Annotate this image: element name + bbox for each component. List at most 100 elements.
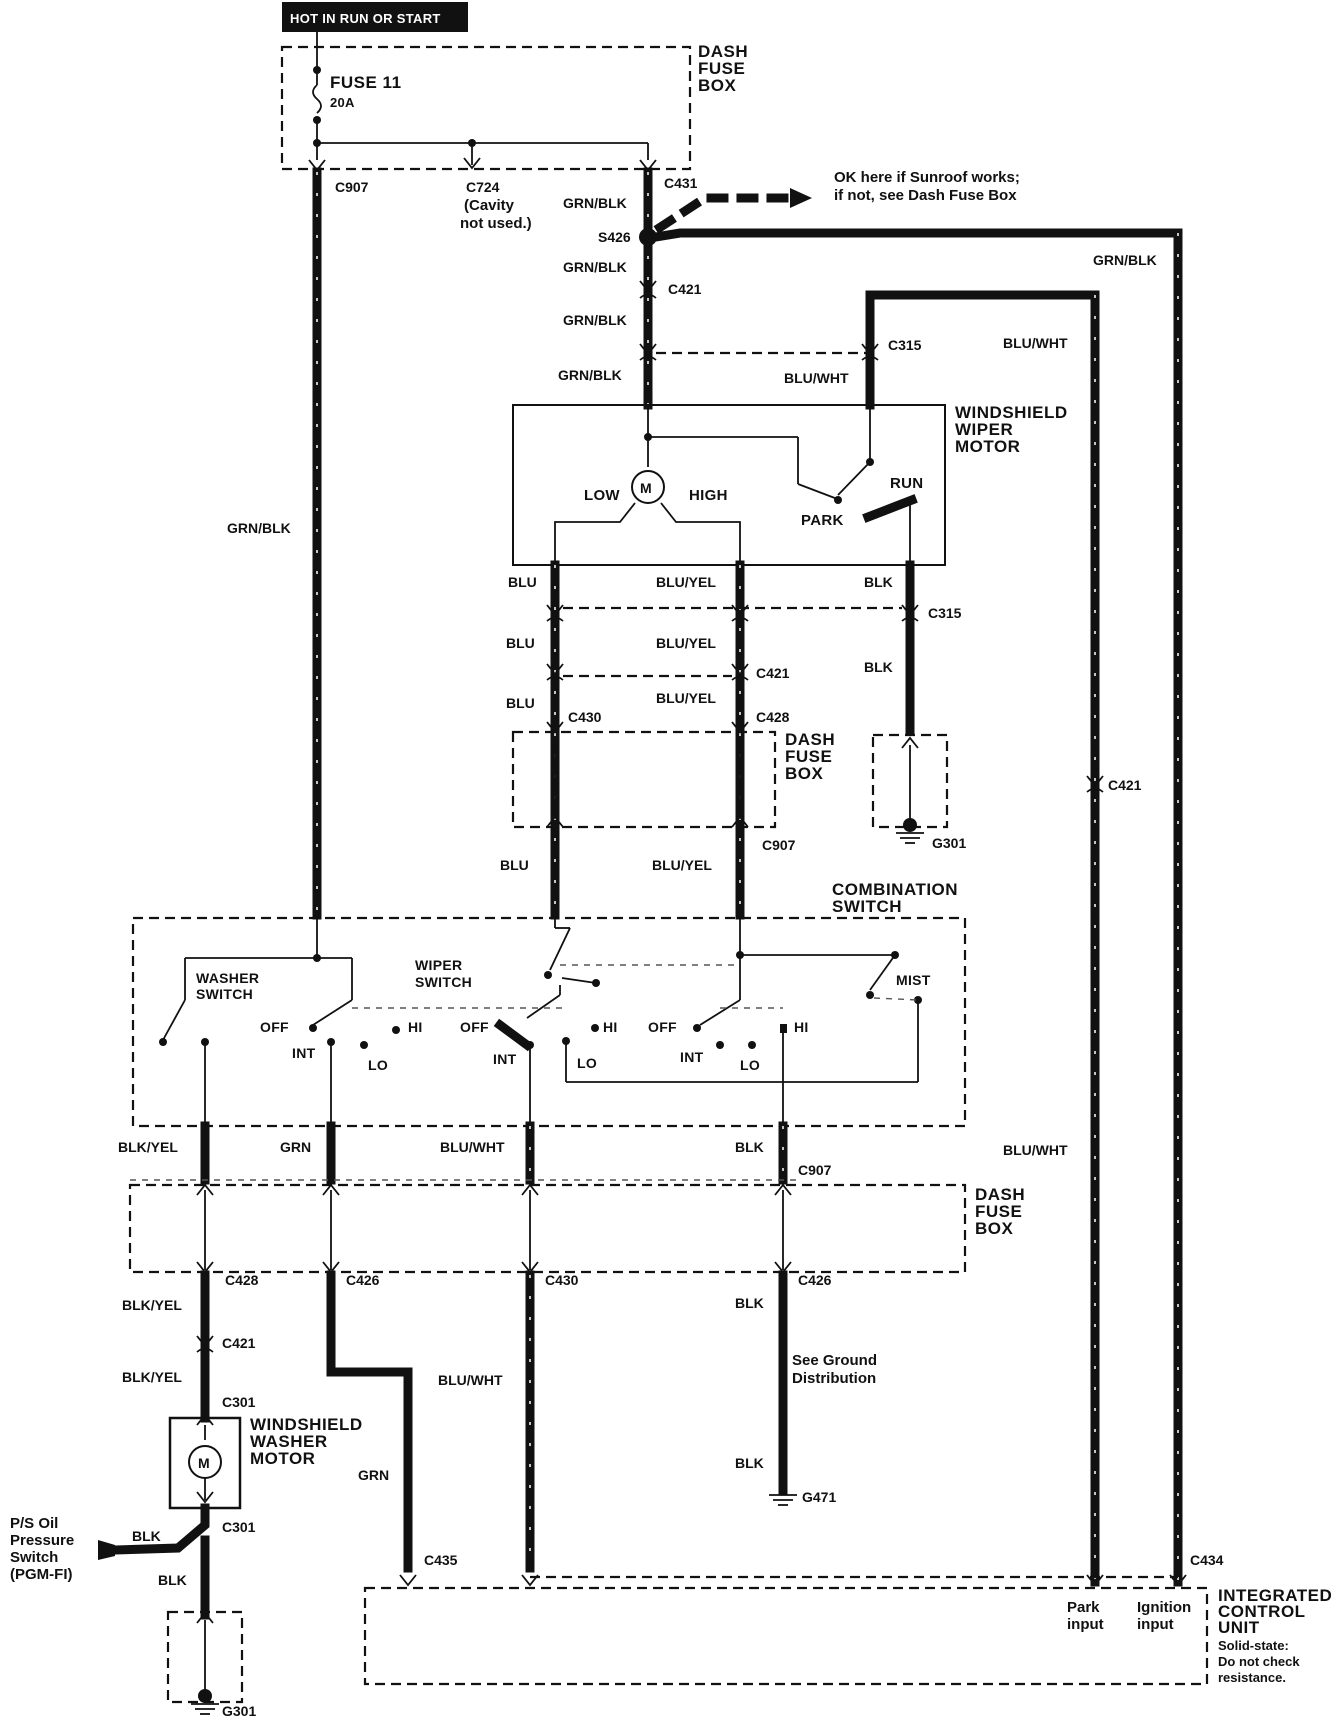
wire-grn-blk-left-label: GRN/BLK bbox=[227, 520, 291, 536]
lower-fuse-box-connectors bbox=[196, 1183, 792, 1274]
c426-left-label: C426 bbox=[346, 1272, 380, 1288]
wire-blu-yel-label-3: BLU/YEL bbox=[656, 690, 716, 706]
sw2-off-label: OFF bbox=[460, 1019, 489, 1035]
c315-upper-label: C315 bbox=[888, 337, 922, 353]
washer-motor-label-3: MOTOR bbox=[250, 1449, 315, 1468]
wire-blu-wht-label-4: BLU/WHT bbox=[440, 1139, 505, 1155]
ground-box-g301-upper bbox=[871, 733, 949, 829]
hot-in-run-label: HOT IN RUN OR START bbox=[290, 11, 441, 26]
c907-top-label: C907 bbox=[335, 179, 369, 195]
icu-note-1: Solid-state: bbox=[1218, 1638, 1289, 1653]
dash-fuse-box-lower bbox=[128, 1183, 967, 1274]
wire-blk-label-5: BLK bbox=[735, 1455, 764, 1471]
sunroof-branch-arrow bbox=[653, 193, 790, 234]
motor-low-label: LOW bbox=[584, 487, 620, 504]
dash-fuse-box-lower-label-2: FUSE bbox=[975, 1202, 1022, 1221]
c301-upper-label: C301 bbox=[222, 1394, 256, 1410]
combination-switch-box bbox=[131, 916, 967, 1128]
sunroof-note-1: OK here if Sunroof works; bbox=[834, 169, 1020, 186]
wire-blu-yel-label-2: BLU/YEL bbox=[656, 635, 716, 651]
c421-park-label: C421 bbox=[1108, 777, 1142, 793]
wiper-motor-m: M bbox=[640, 480, 652, 496]
wire-blu-label-2: BLU bbox=[506, 635, 535, 651]
sw3-hi-label: HI bbox=[794, 1019, 809, 1035]
combination-switch-label-1: COMBINATION bbox=[832, 880, 958, 899]
sw3-lo-label: LO bbox=[740, 1057, 760, 1073]
wire-blk-label-1: BLK bbox=[864, 574, 893, 590]
cavity-note-1: (Cavity bbox=[464, 197, 515, 214]
wiper-switch-label-1: WIPER bbox=[415, 957, 462, 973]
wire-blu-label-4: BLU bbox=[500, 857, 529, 873]
wiper-motor-symbol bbox=[631, 470, 665, 504]
wire-grn-lower bbox=[326, 1270, 413, 1573]
wire-blk-label-2: BLK bbox=[864, 659, 893, 675]
motor-high-label: HIGH bbox=[689, 487, 728, 504]
fuse-11-name: FUSE 11 bbox=[330, 73, 402, 92]
g471-label: G471 bbox=[802, 1489, 836, 1505]
dash-fuse-box-mid-label-2: FUSE bbox=[785, 747, 832, 766]
fuse-11-rating: 20A bbox=[330, 95, 355, 110]
motor-park-label: PARK bbox=[801, 512, 844, 529]
c428-lower-label: C428 bbox=[225, 1272, 259, 1288]
wiper-motor-label-2: WIPER bbox=[955, 420, 1013, 439]
wire-grn-label-2: GRN bbox=[358, 1467, 389, 1483]
wire-grn-label-1: GRN bbox=[280, 1139, 311, 1155]
wire-grn-blk-right bbox=[650, 228, 1183, 1587]
sw1-lo-label: LO bbox=[368, 1057, 388, 1073]
washer-switch-label-1: WASHER bbox=[196, 970, 259, 986]
wire-blk-label-washer: BLK bbox=[158, 1572, 187, 1588]
fuse-11-symbol bbox=[312, 84, 322, 114]
sw2-hi-label: HI bbox=[603, 1019, 618, 1035]
c907-lower-label: C907 bbox=[798, 1162, 832, 1178]
sw2-int-label: INT bbox=[493, 1051, 517, 1067]
wire-blk-yel-label-3: BLK/YEL bbox=[122, 1369, 182, 1385]
ps-switch-label-2: Pressure bbox=[10, 1532, 74, 1549]
wiper-motor-label-1: WINDSHIELD bbox=[955, 403, 1068, 422]
wiper-motor-box bbox=[512, 404, 946, 566]
wire-grn-blk-label-2: GRN/BLK bbox=[563, 259, 627, 275]
wire-blu-wht-label-1: BLU/WHT bbox=[1003, 335, 1068, 351]
c426-right-label: C426 bbox=[798, 1272, 832, 1288]
dash-fuse-box-mid bbox=[511, 730, 777, 829]
dash-fuse-box-mid-label-1: DASH bbox=[785, 730, 835, 749]
wire-blu-wht-label-3: BLU/WHT bbox=[1003, 1142, 1068, 1158]
icu-note-3: resistance. bbox=[1218, 1670, 1286, 1685]
wire-blu-wht-label-2: BLU/WHT bbox=[784, 370, 849, 386]
sw3-int-label: INT bbox=[680, 1049, 704, 1065]
g301-lower-label: G301 bbox=[222, 1703, 256, 1719]
ps-switch-label-3: Switch bbox=[10, 1549, 58, 1566]
wire-blu-yel-label-1: BLU/YEL bbox=[656, 574, 716, 590]
dash-fuse-box-lower-label-3: BOX bbox=[975, 1219, 1014, 1238]
sunroof-note-2: if not, see Dash Fuse Box bbox=[834, 187, 1017, 204]
ps-switch-label-4: (PGM-FI) bbox=[10, 1566, 72, 1583]
wire-blk-label-3: BLK bbox=[735, 1139, 764, 1155]
c724-label: C724 bbox=[466, 179, 500, 195]
icu-label-2: CONTROL bbox=[1218, 1602, 1306, 1621]
sw1-off-label: OFF bbox=[260, 1019, 289, 1035]
dash-fuse-box-top-label-1: DASH bbox=[698, 42, 748, 61]
wiper-motor-label-3: MOTOR bbox=[955, 437, 1020, 456]
wire-blu-wht-park bbox=[865, 290, 1100, 1587]
wire-grn-blk-right-label: GRN/BLK bbox=[1093, 252, 1157, 268]
mist-label: MIST bbox=[896, 972, 931, 988]
c421-washer-label: C421 bbox=[222, 1335, 256, 1351]
wire-blu-label-3: BLU bbox=[506, 695, 535, 711]
dash-fuse-box-top bbox=[280, 45, 692, 171]
ground-dist-note-1: See Ground bbox=[792, 1352, 877, 1369]
sw1-int-label: INT bbox=[292, 1045, 316, 1061]
dash-fuse-box-mid-label-3: BOX bbox=[785, 764, 824, 783]
c315-lower-label: C315 bbox=[928, 605, 962, 621]
wire-blu-wht-label-5: BLU/WHT bbox=[438, 1372, 503, 1388]
c434-label: C434 bbox=[1190, 1552, 1224, 1568]
integrated-control-unit-box bbox=[363, 1586, 1209, 1686]
hot-in-run-label-box bbox=[282, 2, 468, 32]
combination-switch-label-2: SWITCH bbox=[832, 897, 902, 916]
wire-blk-ps-switch bbox=[110, 1503, 210, 1555]
motor-run-label: RUN bbox=[890, 475, 923, 492]
wire-grn-blk-label-1: GRN/BLK bbox=[563, 195, 627, 211]
icu-label-1: INTEGRATED bbox=[1218, 1586, 1332, 1605]
c435-label: C435 bbox=[424, 1552, 458, 1568]
washer-motor-label-1: WINDSHIELD bbox=[250, 1415, 363, 1434]
park-input-label-2: input bbox=[1067, 1616, 1104, 1633]
